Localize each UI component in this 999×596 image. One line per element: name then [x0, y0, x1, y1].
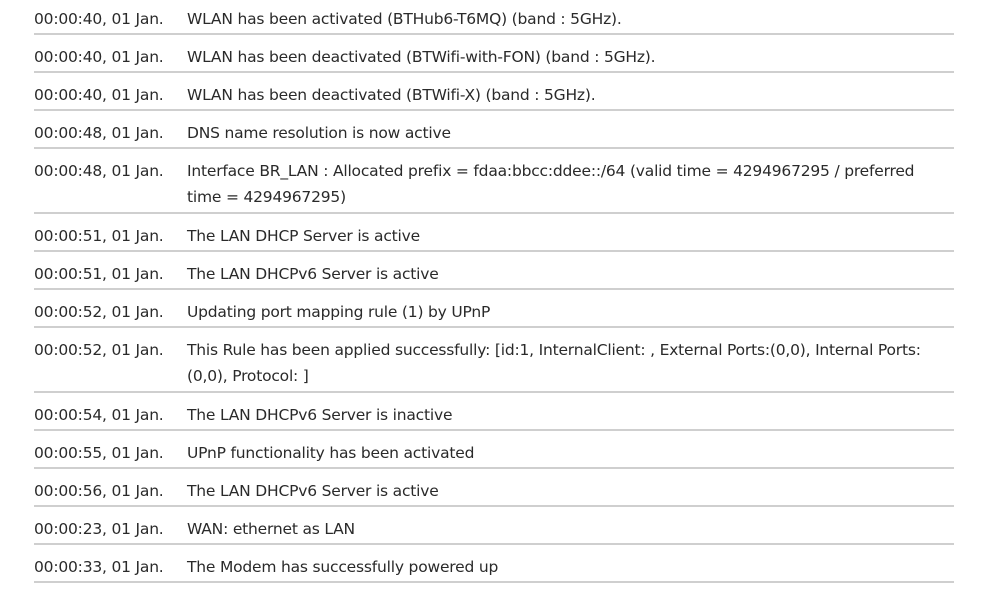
log-time: 00:00:40, 01 Jan.: [34, 86, 164, 104]
log-message: This Rule has been applied successfully:…: [187, 341, 921, 385]
log-message: Updating port mapping rule (1) by UPnP: [187, 303, 491, 321]
event-log-table: 00:00:40, 01 Jan. WLAN has been activate…: [34, 0, 954, 583]
log-time: 00:00:52, 01 Jan.: [34, 341, 164, 359]
log-time: 00:00:48, 01 Jan.: [34, 124, 164, 142]
log-time: 00:00:54, 01 Jan.: [34, 406, 164, 424]
log-time: 00:00:40, 01 Jan.: [34, 48, 164, 66]
log-message: The Modem has successfully powered up: [187, 558, 499, 576]
log-message: The LAN DHCPv6 Server is active: [187, 482, 439, 500]
log-row: 00:00:55, 01 Jan. UPnP functionality has…: [34, 431, 954, 469]
log-row: 00:00:51, 01 Jan. The LAN DHCPv6 Server …: [34, 252, 954, 290]
log-time: 00:00:23, 01 Jan.: [34, 520, 164, 538]
log-row: 00:00:51, 01 Jan. The LAN DHCP Server is…: [34, 214, 954, 252]
log-time: 00:00:48, 01 Jan.: [34, 162, 164, 180]
log-row: 00:00:40, 01 Jan. WLAN has been activate…: [34, 0, 954, 35]
log-row: 00:00:52, 01 Jan. Updating port mapping …: [34, 290, 954, 328]
log-message: WAN: ethernet as LAN: [187, 520, 355, 538]
log-time: 00:00:51, 01 Jan.: [34, 227, 164, 245]
log-time: 00:00:40, 01 Jan.: [34, 10, 164, 28]
log-time: 00:00:51, 01 Jan.: [34, 265, 164, 283]
log-time: 00:00:55, 01 Jan.: [34, 444, 164, 462]
log-message: UPnP functionality has been activated: [187, 444, 475, 462]
log-row: 00:00:52, 01 Jan. This Rule has been app…: [34, 328, 954, 393]
log-row: 00:00:23, 01 Jan. WAN: ethernet as LAN: [34, 507, 954, 545]
log-message: The LAN DHCP Server is active: [187, 227, 420, 245]
log-row: 00:00:40, 01 Jan. WLAN has been deactiva…: [34, 73, 954, 111]
log-message: The LAN DHCPv6 Server is active: [187, 265, 439, 283]
log-message: WLAN has been activated (BTHub6-T6MQ) (b…: [187, 10, 622, 28]
log-row: 00:00:56, 01 Jan. The LAN DHCPv6 Server …: [34, 469, 954, 507]
log-message: DNS name resolution is now active: [187, 124, 451, 142]
log-row: 00:00:48, 01 Jan. Interface BR_LAN : All…: [34, 149, 954, 214]
log-message: WLAN has been deactivated (BTWifi-with-F…: [187, 48, 656, 66]
log-time: 00:00:52, 01 Jan.: [34, 303, 164, 321]
log-row: 00:00:48, 01 Jan. DNS name resolution is…: [34, 111, 954, 149]
log-row: 00:00:54, 01 Jan. The LAN DHCPv6 Server …: [34, 393, 954, 431]
log-message: The LAN DHCPv6 Server is inactive: [187, 406, 453, 424]
log-message: Interface BR_LAN : Allocated prefix = fd…: [187, 162, 915, 206]
log-message: WLAN has been deactivated (BTWifi-X) (ba…: [187, 86, 596, 104]
log-time: 00:00:56, 01 Jan.: [34, 482, 164, 500]
log-time: 00:00:33, 01 Jan.: [34, 558, 164, 576]
log-row: 00:00:33, 01 Jan. The Modem has successf…: [34, 545, 954, 583]
log-row: 00:00:40, 01 Jan. WLAN has been deactiva…: [34, 35, 954, 73]
